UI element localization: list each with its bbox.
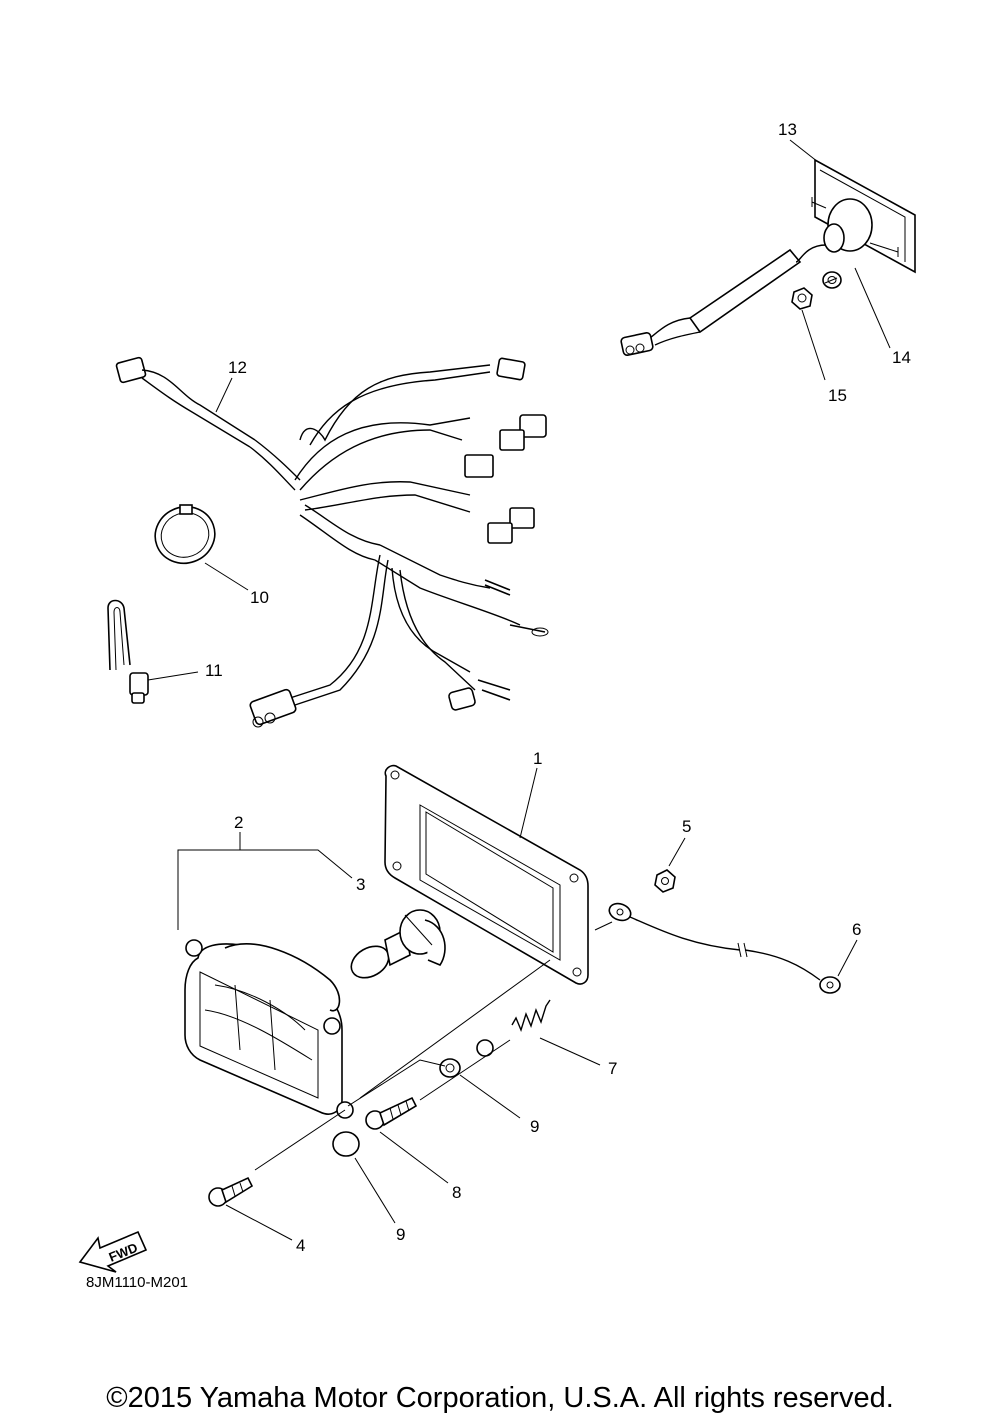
callout-7: 7 (608, 1059, 617, 1078)
callout-12: 12 (228, 358, 247, 377)
callout-15: 15 (828, 386, 847, 405)
callout-10: 10 (250, 588, 269, 607)
callout-9-lower: 9 (396, 1225, 405, 1244)
fwd-arrow-icon (78, 1230, 148, 1273)
leader-lines (147, 139, 891, 1241)
adjuster-nut (476, 1039, 494, 1057)
part-9-cap-lower (332, 1131, 360, 1157)
part-11-clamp (107, 599, 149, 704)
callout-8: 8 (452, 1183, 461, 1202)
copyright-notice: ©2015 Yamaha Motor Corporation, U.S.A. A… (106, 1382, 894, 1414)
part-7-spring (511, 999, 551, 1033)
callout-labels: 1 2 3 4 5 6 7 8 9 9 10 11 12 13 14 15 FW… (86, 120, 911, 1291)
callout-9-upper: 9 (530, 1117, 539, 1136)
part-12-wire-harness (115, 356, 549, 728)
part-3-bulb-socket (350, 909, 446, 979)
callout-4: 4 (296, 1236, 305, 1255)
callout-1: 1 (533, 749, 542, 768)
callout-11: 11 (205, 661, 223, 680)
part-8-screw (365, 1096, 418, 1130)
callout-3: 3 (356, 875, 365, 894)
part-1-gasket (384, 764, 589, 985)
part-5-nut (654, 869, 676, 893)
part-4-screw (208, 1176, 254, 1207)
callout-2: 2 (234, 813, 243, 832)
part-6-ground-lead (608, 902, 841, 994)
part-2-headlight-unit (184, 939, 354, 1119)
part-9-grommet-upper (439, 1058, 461, 1078)
callout-14: 14 (892, 348, 911, 367)
part-10-band (154, 504, 216, 565)
callout-6: 6 (852, 920, 861, 939)
callout-13: 13 (778, 120, 797, 139)
part-13-switch-assembly (620, 158, 916, 356)
part-15-nut (791, 287, 813, 310)
diagram-code: 8JM1110-M201 (86, 1274, 188, 1291)
callout-5: 5 (682, 817, 691, 836)
